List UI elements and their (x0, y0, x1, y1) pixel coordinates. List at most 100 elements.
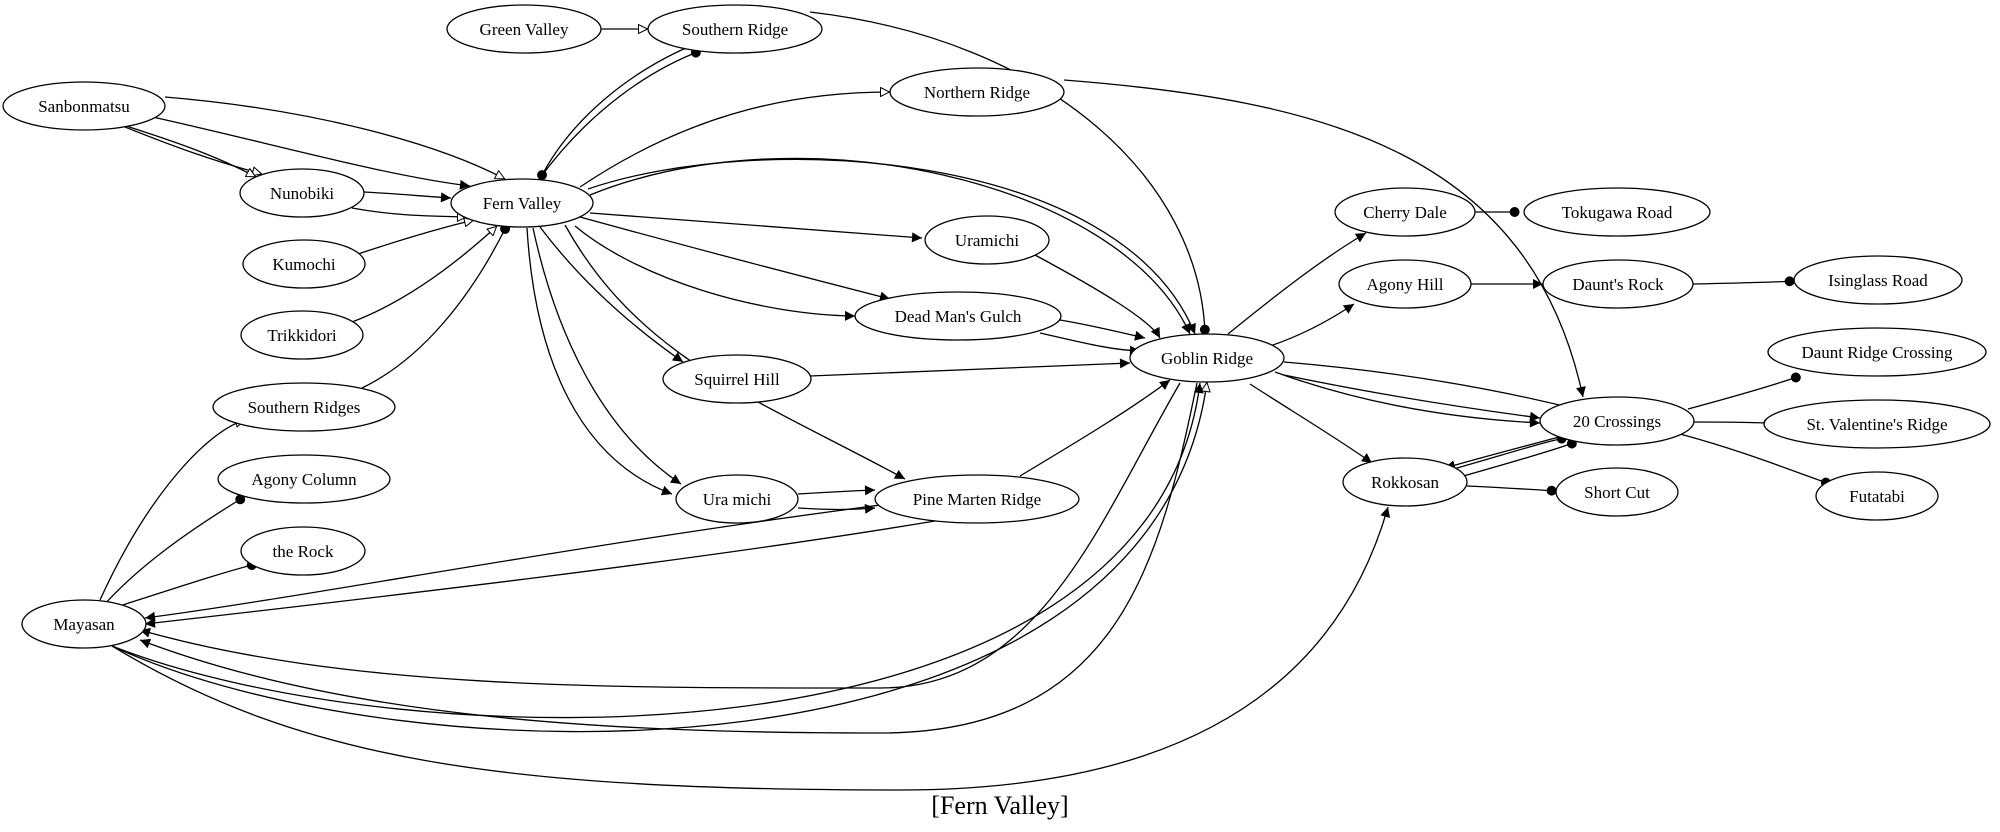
node-agony-column[interactable]: Agony Column (217, 454, 391, 504)
node-sanbonmatsu[interactable]: Sanbonmatsu (2, 81, 166, 131)
edge-line (129, 111, 471, 190)
edge-line (579, 92, 890, 188)
edge-line (1444, 433, 1571, 471)
graph-title: [Fern Valley] (931, 791, 1068, 820)
edge-fern-valley-to-northern-ridge (579, 92, 890, 188)
edge-line (119, 123, 256, 178)
node-daunts-rock[interactable]: Daunt's Rock (1542, 259, 1694, 309)
node-label: Sanbonmatsu (38, 97, 130, 116)
node-kumochi[interactable]: Kumochi (242, 239, 366, 289)
node-isinglass-road[interactable]: Isinglass Road (1793, 255, 1963, 305)
edge-line (1227, 232, 1367, 335)
node-green-valley[interactable]: Green Valley (446, 4, 602, 54)
node-squirrel-hill[interactable]: Squirrel Hill (662, 354, 812, 404)
node-shape (239, 168, 365, 218)
edge-line (1039, 332, 1141, 356)
node-st-valentines-ridge[interactable]: St. Valentine's Ridge (1763, 399, 1991, 449)
node-label: Isinglass Road (1828, 271, 1928, 290)
edge-goblin-ridge-to-cherry-dale (1227, 232, 1367, 335)
edge-line (1679, 433, 1831, 488)
node-the-rock[interactable]: the Rock (240, 526, 366, 576)
edge-fern-valley-to-southern-ridge (539, 47, 701, 179)
edge-northern-ridge-to-crossings-20 (1063, 79, 1586, 398)
edge-line (144, 520, 936, 628)
edge-line (589, 212, 923, 243)
edge-fern-valley-to-goblin-ridge (587, 158, 1196, 335)
node-shape (450, 178, 594, 228)
edge-goblin-ridge-to-crossings-20 (1283, 374, 1541, 422)
node-ura-michi[interactable]: Ura michi (675, 474, 799, 524)
edge-line (1466, 485, 1557, 496)
edge-line (1283, 374, 1541, 422)
node-shape (240, 526, 366, 576)
node-dead-mans-gulch[interactable]: Dead Man's Gulch (854, 291, 1062, 341)
edge-fern-valley-to-dead-mans-gulch (574, 225, 856, 321)
node-shape (647, 4, 823, 54)
node-shape (1793, 255, 1963, 305)
node-cherry-dale[interactable]: Cherry Dale (1334, 187, 1476, 237)
edge-line (351, 225, 497, 323)
edge-sanbonmatsu-to-fern-valley (164, 96, 505, 180)
node-southern-ridges[interactable]: Southern Ridges (212, 382, 396, 432)
edge-line (164, 96, 505, 180)
node-goblin-ridge[interactable]: Goblin Ridge (1129, 333, 1285, 383)
edge-goblin-ridge-to-rokkosan (1249, 383, 1373, 464)
node-agony-hill[interactable]: Agony Hill (1338, 259, 1472, 309)
edge-sanbonmatsu-to-nunobiki (119, 123, 256, 178)
edge-sanbonmatsu-to-nunobiki (124, 126, 262, 174)
edge-rokkosan-to-crossings-20 (1449, 433, 1567, 471)
edge-line (1274, 371, 1541, 428)
node-northern-ridge[interactable]: Northern Ridge (889, 67, 1065, 117)
edge-fern-valley-to-ura-michi (526, 227, 673, 496)
node-label: St. Valentine's Ridge (1806, 415, 1947, 434)
edge-goblin-ridge-to-agony-hill (1269, 303, 1355, 347)
node-label: Fern Valley (483, 194, 562, 213)
node-rokkosan[interactable]: Rokkosan (1342, 457, 1468, 507)
node-uramichi[interactable]: Uramichi (924, 215, 1050, 265)
edge-goblin-ridge-to-crossings-20 (1283, 361, 1581, 413)
node-pine-marten-ridge[interactable]: Pine Marten Ridge (874, 474, 1080, 524)
node-daunt-ridge-crossing[interactable]: Daunt Ridge Crossing (1767, 327, 1987, 377)
node-label: Futatabi (1849, 487, 1905, 506)
node-tokugawa-road[interactable]: Tokugawa Road (1523, 187, 1711, 237)
node-label: Rokkosan (1371, 473, 1440, 492)
node-label: Dead Man's Gulch (895, 307, 1022, 326)
node-mayasan[interactable]: Mayasan (21, 599, 147, 649)
node-shape (924, 215, 1050, 265)
edge-line (1283, 361, 1581, 413)
edge-nunobiki-to-fern-valley (363, 191, 452, 203)
edge-goblin-ridge-to-mayasan (139, 382, 1198, 734)
edge-line (539, 47, 701, 179)
edge-line (539, 226, 684, 363)
node-crossings-20[interactable]: 20 Crossings (1539, 396, 1695, 446)
node-nunobiki[interactable]: Nunobiki (239, 168, 365, 218)
edge-goblin-ridge-to-mayasan (139, 382, 1181, 689)
edge-line (109, 560, 257, 610)
node-label: Squirrel Hill (694, 370, 780, 389)
node-shape (1767, 327, 1987, 377)
edge-line (139, 382, 1198, 734)
edge-line (354, 220, 474, 256)
node-label: Green Valley (480, 20, 569, 39)
node-shape (1542, 259, 1694, 309)
edge-mayasan-to-southern-ridges (99, 420, 245, 601)
edge-daunts-rock-to-isinglass-road (1692, 276, 1795, 287)
edge-line (1692, 276, 1795, 287)
node-trikkidori[interactable]: Trikkidori (240, 310, 364, 360)
edge-line (1034, 254, 1161, 339)
edge-southern-ridges-to-fern-valley (361, 223, 511, 389)
node-shape (889, 67, 1065, 117)
edge-fern-valley-to-goblin-ridge (589, 157, 1191, 335)
edge-line (111, 382, 1207, 733)
node-southern-ridge[interactable]: Southern Ridge (647, 4, 823, 54)
edge-line (99, 420, 245, 601)
edge-kumochi-to-fern-valley (354, 220, 474, 256)
node-futatabi[interactable]: Futatabi (1815, 471, 1939, 521)
node-fern-valley[interactable]: Fern Valley (450, 178, 594, 228)
edge-line (579, 216, 891, 302)
edge-line (589, 157, 1191, 335)
node-short-cut[interactable]: Short Cut (1555, 467, 1679, 517)
edge-ura-michi-to-pine-marten-ridge (797, 485, 876, 496)
edge-line (564, 224, 906, 480)
